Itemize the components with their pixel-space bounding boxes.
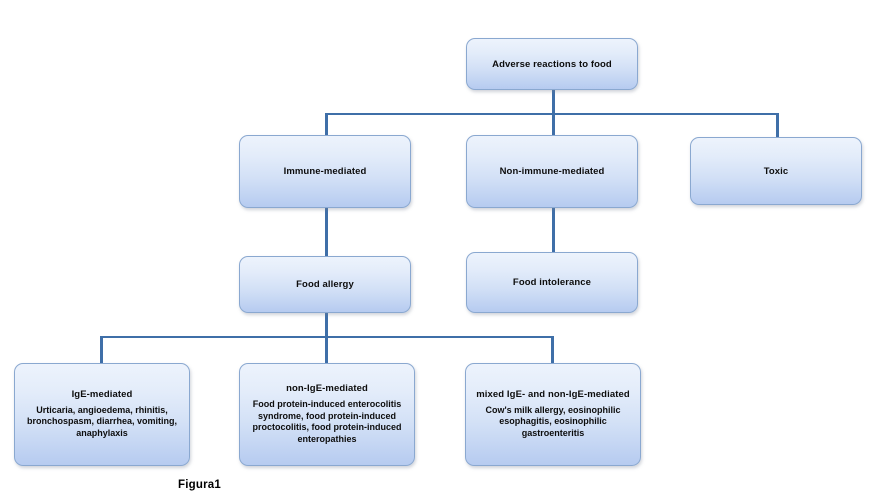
connector-nonimmune-to-foodintolerance: [552, 206, 555, 252]
connector-drop-nonimmune: [552, 113, 555, 135]
node-label: Food intolerance: [512, 277, 592, 288]
node-ige-mediated[interactable]: IgE-mediated Urticaria, angioedema, rhin…: [14, 363, 190, 466]
node-title: non-IgE-mediated: [286, 382, 368, 394]
node-label: Non-immune-mediated: [499, 166, 605, 177]
connector-immune-to-foodallergy: [325, 208, 328, 256]
node-non-ige-mediated[interactable]: non-IgE-mediated Food protein-induced en…: [239, 363, 415, 466]
connector-drop-ige: [100, 336, 103, 363]
connector-level2-bus: [325, 113, 777, 115]
figure-caption: Figura1: [178, 479, 221, 491]
node-title: mixed IgE- and non-IgE-mediated: [476, 388, 630, 400]
node-title: IgE-mediated: [71, 388, 133, 400]
connector-drop-immune: [325, 113, 328, 135]
node-non-immune-mediated[interactable]: Non-immune-mediated: [466, 135, 638, 208]
node-toxic[interactable]: Toxic: [690, 137, 862, 205]
node-food-intolerance[interactable]: Food intolerance: [466, 252, 638, 313]
node-body: Cow's milk allergy, eosinophilic esophag…: [485, 404, 621, 439]
connector-root-stem: [552, 90, 555, 114]
node-label: Food allergy: [296, 279, 354, 290]
node-body: Urticaria, angioedema, rhinitis, broncho…: [26, 404, 178, 439]
node-adverse-reactions-to-food[interactable]: Adverse reactions to food: [466, 38, 638, 90]
connector-foodallergy-stem: [325, 313, 328, 337]
connector-drop-nonige: [325, 336, 328, 363]
connector-drop-mixed: [551, 336, 554, 363]
node-label: Toxic: [763, 165, 789, 177]
node-food-allergy[interactable]: Food allergy: [239, 256, 411, 313]
connector-drop-toxic: [776, 113, 779, 137]
node-immune-mediated[interactable]: Immune-mediated: [239, 135, 411, 208]
node-body: Food protein-induced enterocolitis syndr…: [252, 398, 402, 445]
node-label: Adverse reactions to food: [492, 58, 612, 70]
node-label: Immune-mediated: [283, 166, 367, 177]
node-mixed-ige-and-non-ige-mediated[interactable]: mixed IgE- and non-IgE-mediated Cow's mi…: [465, 363, 641, 466]
